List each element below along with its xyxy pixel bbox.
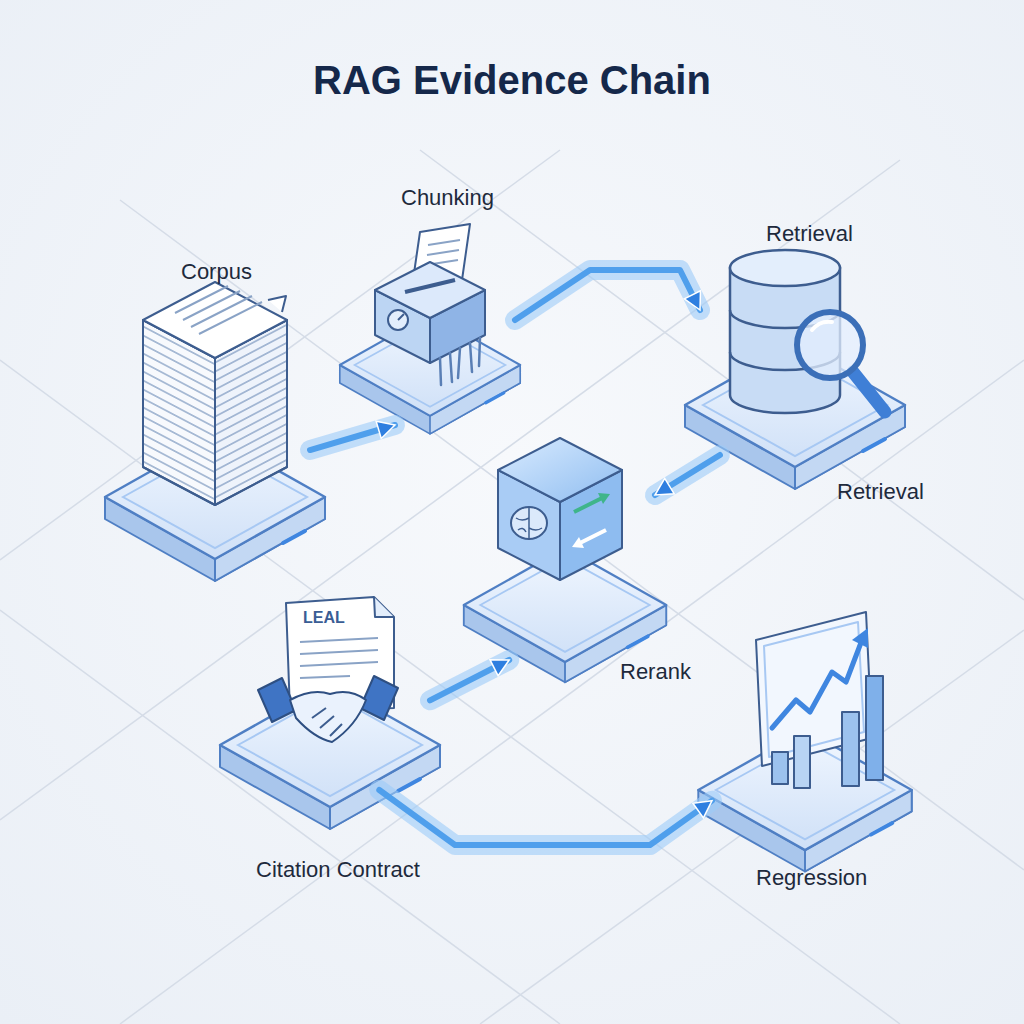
pipe-connector bbox=[655, 455, 720, 495]
stage-node: Chunking bbox=[355, 225, 515, 425]
arrow-head bbox=[693, 801, 712, 818]
regression-chart bbox=[756, 612, 883, 788]
rerank-cube bbox=[572, 537, 584, 548]
regression-chart bbox=[866, 676, 883, 780]
pipe-core bbox=[655, 455, 720, 495]
pipe-glow bbox=[379, 790, 712, 845]
pipe-core bbox=[515, 270, 700, 320]
pipe-glow bbox=[430, 660, 509, 700]
document-stack bbox=[143, 282, 287, 505]
handshake bbox=[258, 676, 398, 742]
shredder bbox=[398, 314, 404, 320]
magnifier bbox=[812, 322, 832, 330]
stage-label: Retrieval bbox=[766, 220, 853, 248]
document-stack bbox=[268, 296, 286, 312]
rerank-cube bbox=[516, 508, 542, 538]
stage-node: Retrieval bbox=[700, 255, 890, 455]
rerank-cube bbox=[578, 530, 606, 544]
pipe-glow bbox=[655, 455, 720, 495]
regression-chart bbox=[852, 628, 868, 648]
database-cylinder bbox=[730, 250, 840, 286]
magnifier bbox=[853, 372, 885, 412]
document-stack bbox=[175, 286, 262, 334]
magnifier bbox=[797, 312, 863, 378]
document-stack bbox=[143, 282, 287, 358]
background-grid bbox=[0, 150, 1024, 1024]
arrow-head bbox=[684, 291, 700, 310]
shredder bbox=[375, 262, 485, 318]
stage-label: Corpus bbox=[181, 258, 252, 286]
rerank-cube bbox=[574, 497, 604, 512]
pipe-connector bbox=[379, 790, 712, 845]
stage-label: Retrieval bbox=[837, 478, 924, 506]
rerank-cube bbox=[511, 507, 547, 539]
pipe-glow bbox=[515, 270, 700, 320]
arrow-head bbox=[376, 421, 395, 438]
stage-label: Regression bbox=[756, 864, 867, 892]
regression-chart bbox=[794, 736, 810, 788]
arrow-head bbox=[655, 478, 674, 495]
document-heading: LEAL bbox=[303, 608, 345, 628]
diagram-title: RAG Evidence Chain bbox=[313, 56, 711, 104]
contract-document bbox=[374, 597, 394, 617]
stage-label: Citation Contract bbox=[256, 856, 420, 884]
shredder bbox=[405, 280, 455, 292]
handshake bbox=[312, 708, 342, 736]
stage-label: Rerank bbox=[620, 658, 691, 686]
pipe-core bbox=[379, 790, 712, 845]
shredder bbox=[375, 224, 485, 385]
pipe-connector bbox=[310, 421, 395, 450]
regression-chart bbox=[772, 752, 788, 784]
rerank-cube bbox=[498, 438, 622, 502]
shredder bbox=[388, 310, 408, 330]
background-grid bbox=[0, 610, 560, 1024]
stage-node: Regression bbox=[712, 615, 902, 850]
arrow-head bbox=[490, 660, 509, 676]
shredder bbox=[440, 338, 480, 385]
regression-chart bbox=[842, 712, 859, 786]
stage-label: Chunking bbox=[401, 184, 494, 212]
background-grid bbox=[480, 630, 1024, 1024]
pipe-connector bbox=[515, 270, 700, 320]
shredder bbox=[426, 240, 460, 265]
contract-document bbox=[300, 638, 378, 678]
stage-node: Corpus bbox=[120, 300, 310, 560]
background-grid bbox=[0, 160, 900, 820]
pipe-connector bbox=[430, 660, 509, 701]
magnifier bbox=[797, 312, 885, 412]
handshake bbox=[290, 692, 366, 742]
rerank-cube bbox=[598, 493, 610, 504]
rerank-cube bbox=[498, 438, 622, 580]
pipe-core bbox=[430, 660, 509, 700]
handshake bbox=[360, 676, 398, 720]
stage-node: Rerank bbox=[475, 460, 655, 660]
